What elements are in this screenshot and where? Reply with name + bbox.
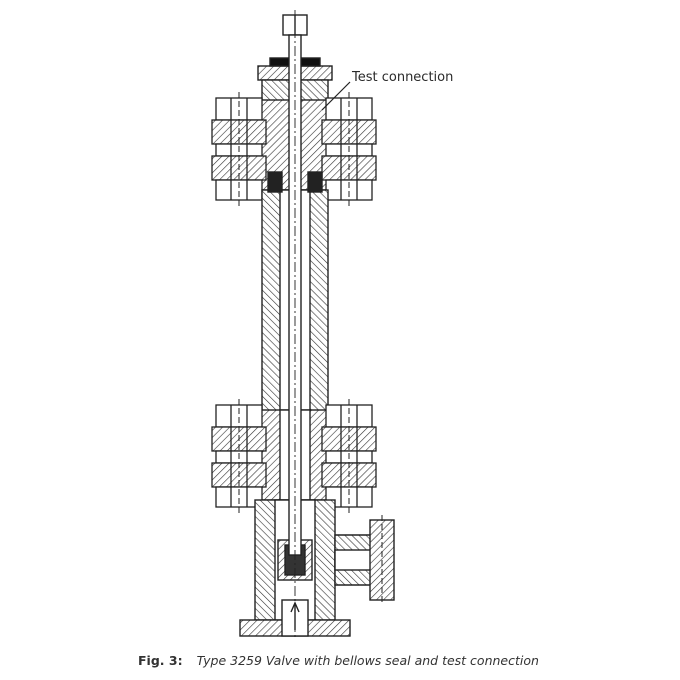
test-connection-label: Test connection <box>352 70 454 85</box>
figure-number: Fig. 3: <box>138 653 183 668</box>
valve-body <box>211 10 395 640</box>
figure-caption-text: Type 3259 Valve with bellows seal and te… <box>196 653 539 668</box>
figure-caption: Fig. 3: Type 3259 Valve with bellows seal… <box>138 653 539 668</box>
